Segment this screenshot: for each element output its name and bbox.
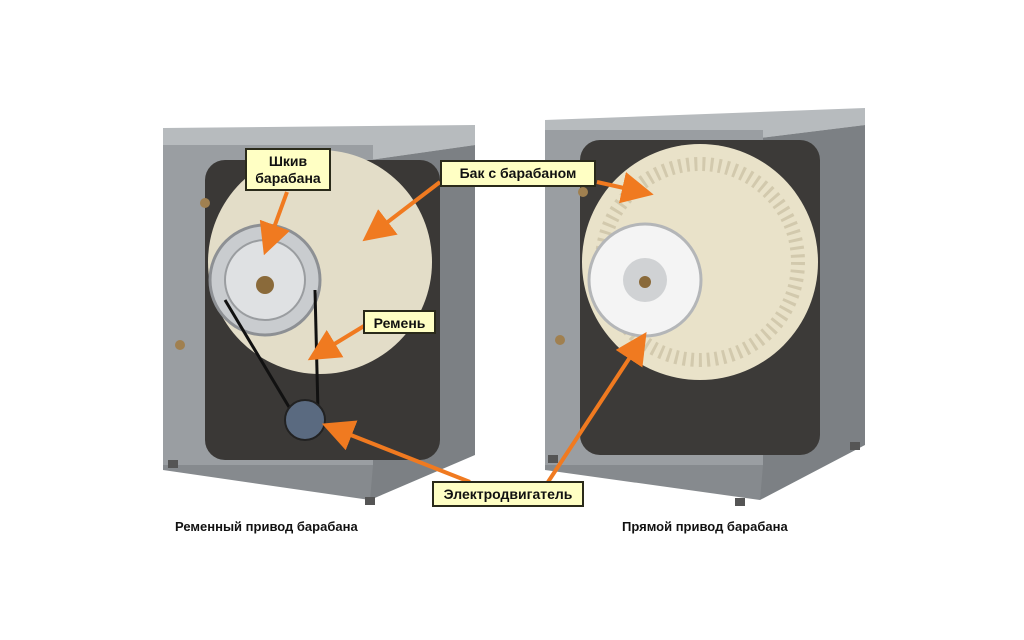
arrow-motor-left: [321, 420, 471, 484]
arrow-belt: [307, 324, 366, 361]
direct-drive-machine: [545, 108, 865, 506]
arrow-motor-right: [546, 331, 647, 484]
label-tank: Бак с барабаном: [440, 160, 596, 187]
arrow-tank-right: [596, 172, 654, 204]
arrow-pulley: [259, 191, 290, 256]
label-motor: Электродвигатель: [432, 481, 584, 507]
caption-belt-drive: Ременный привод барабана: [175, 519, 358, 534]
label-pulley: Шкив барабана: [245, 148, 331, 191]
label-belt: Ремень: [363, 310, 436, 334]
arrow-tank-left: [362, 180, 442, 242]
caption-direct-drive: Прямой привод барабана: [622, 519, 788, 534]
arrows: [259, 172, 654, 484]
